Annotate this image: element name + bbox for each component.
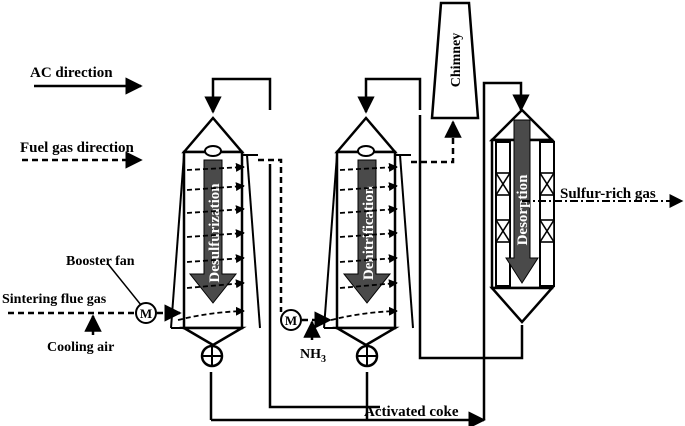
ac-mid-line — [268, 164, 380, 409]
booster-fan-motor: M — [135, 302, 157, 324]
nh3-label: NH3 — [300, 347, 326, 365]
legend-ac-direction-label: AC direction — [30, 65, 113, 81]
desulf-right-louvre — [246, 154, 261, 329]
denitr-left-louvre — [323, 154, 338, 329]
activated-coke-loop — [204, 77, 530, 426]
denitr-inlet-valve — [357, 145, 375, 157]
activated-coke-label: Activated coke — [364, 404, 459, 420]
desorption-label: Desorption — [515, 174, 531, 245]
desorp-heat-exchangers — [495, 172, 555, 243]
flue-gas-path — [8, 120, 462, 329]
desulf-to-fan2 — [258, 158, 283, 312]
desulf-gas-paths — [177, 162, 245, 321]
booster-fan-label: Booster fan — [66, 254, 135, 269]
chimney-label: Chimney — [449, 33, 464, 87]
denitr-ac-flow-arrow — [342, 159, 392, 304]
denitr-right-louvre — [399, 154, 414, 329]
desorp-left-column — [495, 141, 511, 287]
sulfur-rich-gas-label: Sulfur-rich gas — [560, 186, 656, 202]
desorption-tower: Desorption — [488, 108, 556, 324]
desulfurization-tower: Desulfurization — [170, 116, 261, 368]
desulf-bottom-cone — [179, 326, 247, 347]
cooling-air-label: Cooling air — [47, 340, 114, 355]
sintering-flue-gas-label: Sintering flue gas — [2, 292, 107, 307]
desulf-left-louvre — [170, 154, 185, 329]
legend-fuel-gas-label: Fuel gas direction — [20, 140, 135, 156]
denitrification-label: Denitrification — [361, 185, 377, 280]
denitr-bottom-cone — [332, 326, 400, 347]
denitr-to-chimney — [411, 120, 462, 164]
ac-feed-desulf — [204, 77, 272, 114]
booster-fan-leader — [107, 263, 142, 306]
desulf-ac-flow-arrow — [188, 159, 238, 304]
chimney-body — [430, 1, 480, 120]
motor-symbol-2: M — [285, 313, 297, 328]
desorp-bottom-cone — [489, 286, 555, 324]
desulf-inlet-valve — [204, 145, 222, 157]
denitrification-tower: Denitrification — [323, 116, 414, 368]
motor-symbol-1: M — [140, 306, 152, 321]
denitr-gas-paths — [330, 162, 398, 321]
ac-riser-desorption — [482, 81, 530, 420]
chimney: Chimney — [430, 1, 480, 120]
ac-return-line — [418, 115, 524, 360]
desulfurization-label: Desulfurization — [207, 183, 223, 283]
denitr-fan-motor: M — [280, 309, 302, 331]
ac-feed-denitr — [357, 77, 422, 114]
desorp-right-column — [539, 141, 555, 287]
